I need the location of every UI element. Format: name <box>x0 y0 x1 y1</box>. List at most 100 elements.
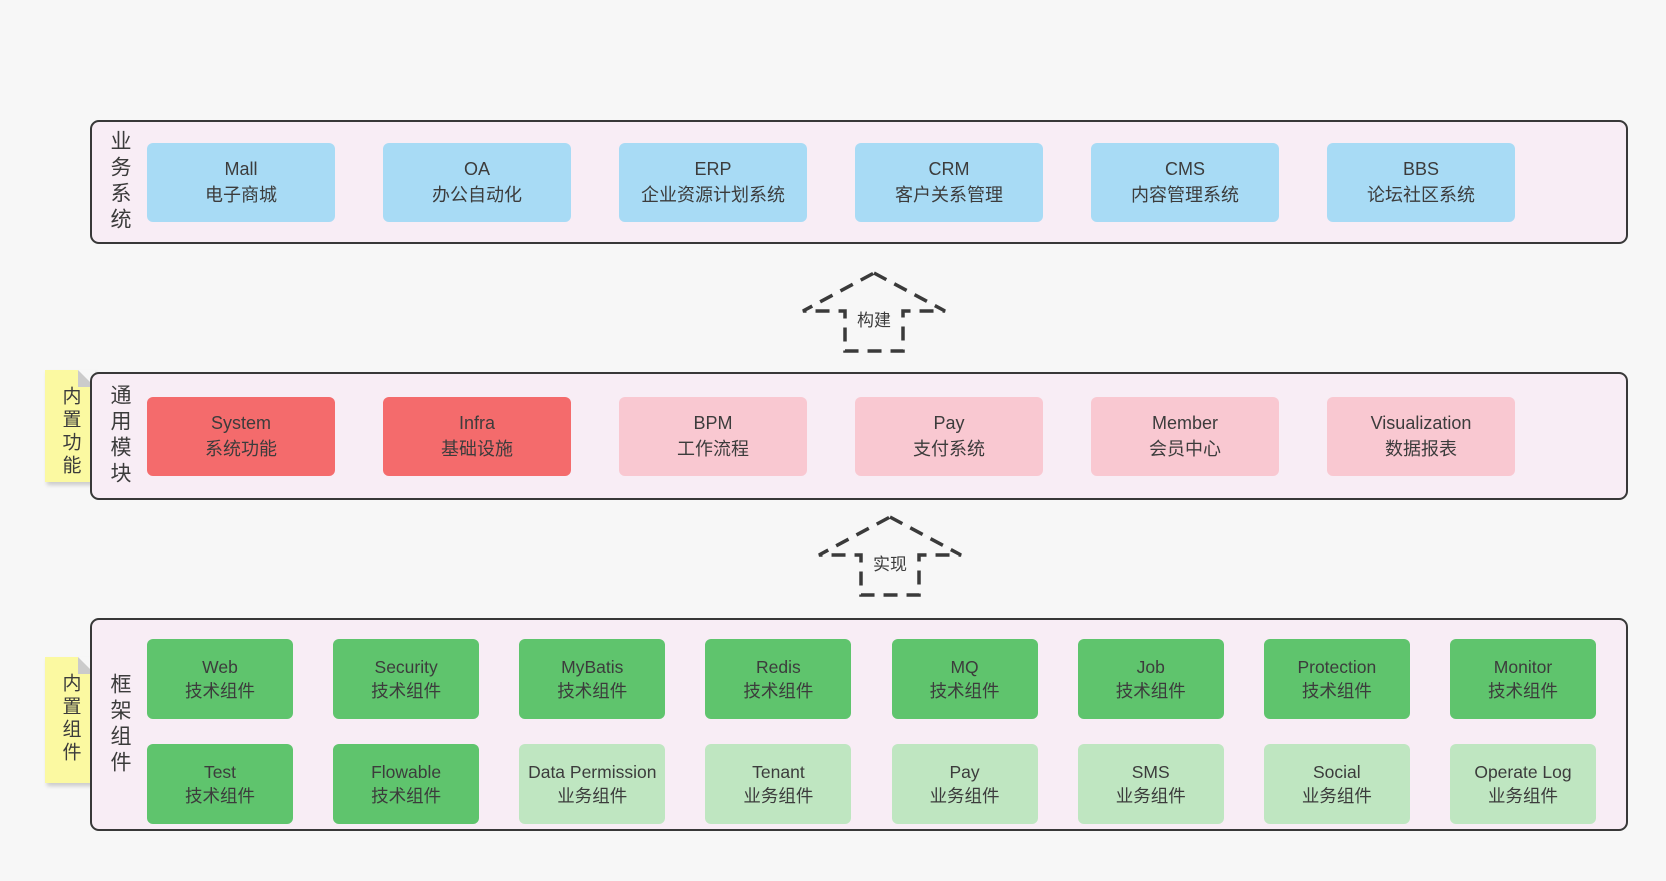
box-job: Job 技术组件 <box>1077 639 1224 719</box>
box-operate-log: Operate Log 业务组件 <box>1449 744 1596 824</box>
arrow-label: 实现 <box>869 550 911 575</box>
box-title: OA <box>463 159 490 179</box>
box-system: System 系统功能 <box>147 396 335 476</box>
box-web: Web 技术组件 <box>147 639 293 719</box>
box-subtitle: 技术组件 <box>371 786 442 806</box>
box-mall: Mall 电子商城 <box>147 142 335 222</box>
box-oa: OA 办公自动化 <box>383 142 571 222</box>
box-title: Social <box>1313 762 1361 782</box>
box-member: Member 会员中心 <box>1091 396 1279 476</box>
band-label: 框架组件 <box>108 672 131 777</box>
box-title: Web <box>202 657 238 677</box>
box-subtitle: 业务组件 <box>1487 786 1558 806</box>
arrow-build: 构建 <box>799 270 949 354</box>
box-title: Job <box>1136 657 1165 677</box>
box-subtitle: 技术组件 <box>929 681 1000 701</box>
box-test: Test 技术组件 <box>147 744 293 824</box>
box-subtitle: 数据报表 <box>1385 439 1457 459</box>
box-subtitle: 会员中心 <box>1149 439 1221 459</box>
box-pay-component: Pay 业务组件 <box>891 744 1038 824</box>
box-title: Infra <box>458 413 496 433</box>
box-title: Test <box>203 762 237 782</box>
arrow-implement: 实现 <box>815 514 965 598</box>
box-monitor: Monitor 技术组件 <box>1449 639 1596 719</box>
box-title: Member <box>1151 413 1218 433</box>
box-protection: Protection 技术组件 <box>1263 639 1410 719</box>
box-title: Security <box>374 657 438 677</box>
box-subtitle: 技术组件 <box>185 681 255 701</box>
component-row-2: Test 技术组件 Flowable 技术组件 Data Permission … <box>147 744 1596 824</box>
box-bpm: BPM 工作流程 <box>619 396 807 476</box>
box-title: BBS <box>1402 159 1440 179</box>
box-subtitle: 业务组件 <box>1115 786 1186 806</box>
box-bbs: BBS 论坛社区系统 <box>1327 142 1515 222</box>
box-title: Pay <box>949 762 980 782</box>
box-title: SMS <box>1131 762 1170 782</box>
box-subtitle: 业务组件 <box>743 786 814 806</box>
box-crm: CRM 客户关系管理 <box>855 142 1043 222</box>
band-framework-components: 框架组件 Web 技术组件 Security 技术组件 MyBatis 技术组件… <box>90 618 1628 831</box>
box-title: MQ <box>950 657 979 677</box>
sticky-note-label: 内置组件 <box>59 673 81 765</box>
box-subtitle: 业务组件 <box>929 786 1000 806</box>
band-business-systems: 业务系统 Mall 电子商城 OA 办公自动化 ERP 企业资源计划系统 CRM… <box>90 120 1628 244</box>
box-subtitle: 企业资源计划系统 <box>641 185 785 205</box>
box-subtitle: 论坛社区系统 <box>1367 185 1475 205</box>
sticky-note-built-in-features: 内置功能 <box>45 370 95 482</box>
box-title: Tenant <box>752 762 805 782</box>
box-title: Pay <box>933 413 965 433</box>
box-subtitle: 技术组件 <box>1487 681 1558 701</box>
box-title: CRM <box>928 159 970 179</box>
box-visualization: Visualization 数据报表 <box>1327 396 1515 476</box>
box-title: Redis <box>756 657 801 677</box>
box-title: ERP <box>694 159 732 179</box>
sticky-note-built-in-components: 内置组件 <box>45 657 95 783</box>
box-erp: ERP 企业资源计划系统 <box>619 142 807 222</box>
dashed-up-arrow-icon <box>802 271 946 353</box>
box-title: BPM <box>693 413 733 433</box>
box-subtitle: 系统功能 <box>205 439 277 459</box>
box-title: Flowable <box>371 762 442 782</box>
module-box-strip: System 系统功能 Infra 基础设施 BPM 工作流程 Pay 支付系统… <box>147 374 1515 498</box>
box-title: Protection <box>1297 657 1377 677</box>
box-title: Visualization <box>1370 413 1472 433</box>
box-title: Data Permission <box>528 762 657 782</box>
sticky-note-label: 内置功能 <box>59 386 81 478</box>
box-sms: SMS 业务组件 <box>1077 744 1224 824</box>
box-subtitle: 技术组件 <box>557 681 628 701</box>
box-title: Operate Log <box>1474 762 1572 782</box>
box-subtitle: 技术组件 <box>1301 681 1372 701</box>
box-subtitle: 技术组件 <box>1115 681 1186 701</box>
box-subtitle: 办公自动化 <box>432 185 522 205</box>
box-subtitle: 工作流程 <box>677 439 749 459</box>
band-label: 通用模块 <box>108 384 131 488</box>
box-subtitle: 技术组件 <box>185 786 255 806</box>
band-common-modules: 通用模块 System 系统功能 Infra 基础设施 BPM 工作流程 Pay… <box>90 372 1628 500</box>
box-subtitle: 支付系统 <box>913 439 985 459</box>
box-flowable: Flowable 技术组件 <box>333 744 480 824</box>
box-pay: Pay 支付系统 <box>855 396 1043 476</box>
box-infra: Infra 基础设施 <box>383 396 571 476</box>
box-subtitle: 业务组件 <box>1301 786 1372 806</box>
box-mybatis: MyBatis 技术组件 <box>519 639 666 719</box>
component-grid: Web 技术组件 Security 技术组件 MyBatis 技术组件 Redi… <box>147 639 1596 824</box>
dashed-up-arrow-icon <box>818 515 962 597</box>
box-subtitle: 基础设施 <box>441 439 513 459</box>
box-subtitle: 技术组件 <box>743 681 814 701</box>
arrow-label: 构建 <box>853 306 895 331</box>
box-social: Social 业务组件 <box>1263 744 1410 824</box>
box-data-permission: Data Permission 业务组件 <box>519 744 666 824</box>
box-mq: MQ 技术组件 <box>891 639 1038 719</box>
band-label: 业务系统 <box>108 130 131 234</box>
box-redis: Redis 技术组件 <box>705 639 852 719</box>
box-title: Monitor <box>1493 657 1553 677</box>
box-subtitle: 内容管理系统 <box>1131 185 1239 205</box>
box-subtitle: 业务组件 <box>557 786 628 806</box>
box-tenant: Tenant 业务组件 <box>705 744 852 824</box>
box-cms: CMS 内容管理系统 <box>1091 142 1279 222</box>
component-row-1: Web 技术组件 Security 技术组件 MyBatis 技术组件 Redi… <box>147 639 1596 719</box>
business-box-strip: Mall 电子商城 OA 办公自动化 ERP 企业资源计划系统 CRM 客户关系… <box>147 122 1515 242</box>
box-subtitle: 电子商城 <box>205 185 277 205</box>
box-title: MyBatis <box>561 657 624 677</box>
box-title: CMS <box>1165 159 1205 179</box>
